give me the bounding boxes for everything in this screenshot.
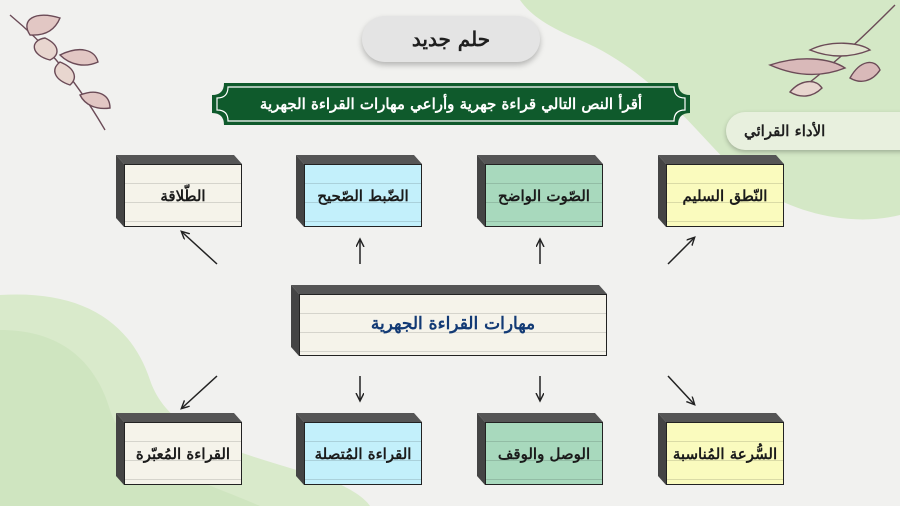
skill-label: القراءة المُعبّرة <box>124 422 242 485</box>
skill-label: السُّرعة المُناسبة <box>666 422 784 485</box>
top-left-leaf-branch <box>9 14 111 131</box>
skill-box-correct-pronunciation: النّطق السليم <box>658 155 784 227</box>
instruction-banner: أقرأ النص التالي قراءة جهرية وأراعي مهار… <box>212 83 690 125</box>
page-title: حلم جديد <box>411 27 491 51</box>
banner-shape <box>212 83 690 125</box>
skill-box-correct-diacritics: الضّبط الصّحيح <box>296 155 422 227</box>
instruction-text: أقرأ النص التالي قراءة جهرية وأراعي مهار… <box>259 95 643 113</box>
box-edge <box>296 413 422 485</box>
box-edge <box>116 413 242 485</box>
box-edge <box>658 413 784 485</box>
arrow-to-expressive-reading <box>182 375 218 408</box>
skill-box-expressive-reading: القراءة المُعبّرة <box>116 413 242 485</box>
box-edge <box>477 413 603 485</box>
arrow-to-appropriate-speed <box>667 375 694 404</box>
top-right-green-blob <box>520 0 900 220</box>
skill-box-pause-and-link: الوصل والوقف <box>477 413 603 485</box>
skill-label: الصّوت الواضح <box>485 164 603 227</box>
box-edge <box>116 155 242 227</box>
skill-box-appropriate-speed: السُّرعة المُناسبة <box>658 413 784 485</box>
section-tag-label: الأداء القرائي <box>744 122 826 140</box>
box-edge <box>658 155 784 227</box>
center-label: مهارات القراءة الجهرية <box>299 294 607 356</box>
skill-label: الوصل والوقف <box>485 422 603 485</box>
title-pill: حلم جديد <box>362 16 540 62</box>
top-right-leaf-branch <box>768 4 896 97</box>
center-box: مهارات القراءة الجهرية <box>291 285 607 356</box>
skill-box-connected-reading: القراءة المُتصلة <box>296 413 422 485</box>
skill-box-clear-voice: الصّوت الواضح <box>477 155 603 227</box>
arrow-to-fluency <box>182 232 218 265</box>
section-tag: الأداء القرائي <box>726 112 900 150</box>
arrow-to-correct-pronunciation <box>667 238 694 265</box>
box-edge <box>291 285 607 356</box>
skill-label: الطّلاقة <box>124 164 242 227</box>
skill-box-fluency: الطّلاقة <box>116 155 242 227</box>
skill-label: النّطق السليم <box>666 164 784 227</box>
skill-label: القراءة المُتصلة <box>304 422 422 485</box>
box-edge <box>477 155 603 227</box>
box-edge <box>296 155 422 227</box>
skill-label: الضّبط الصّحيح <box>304 164 422 227</box>
